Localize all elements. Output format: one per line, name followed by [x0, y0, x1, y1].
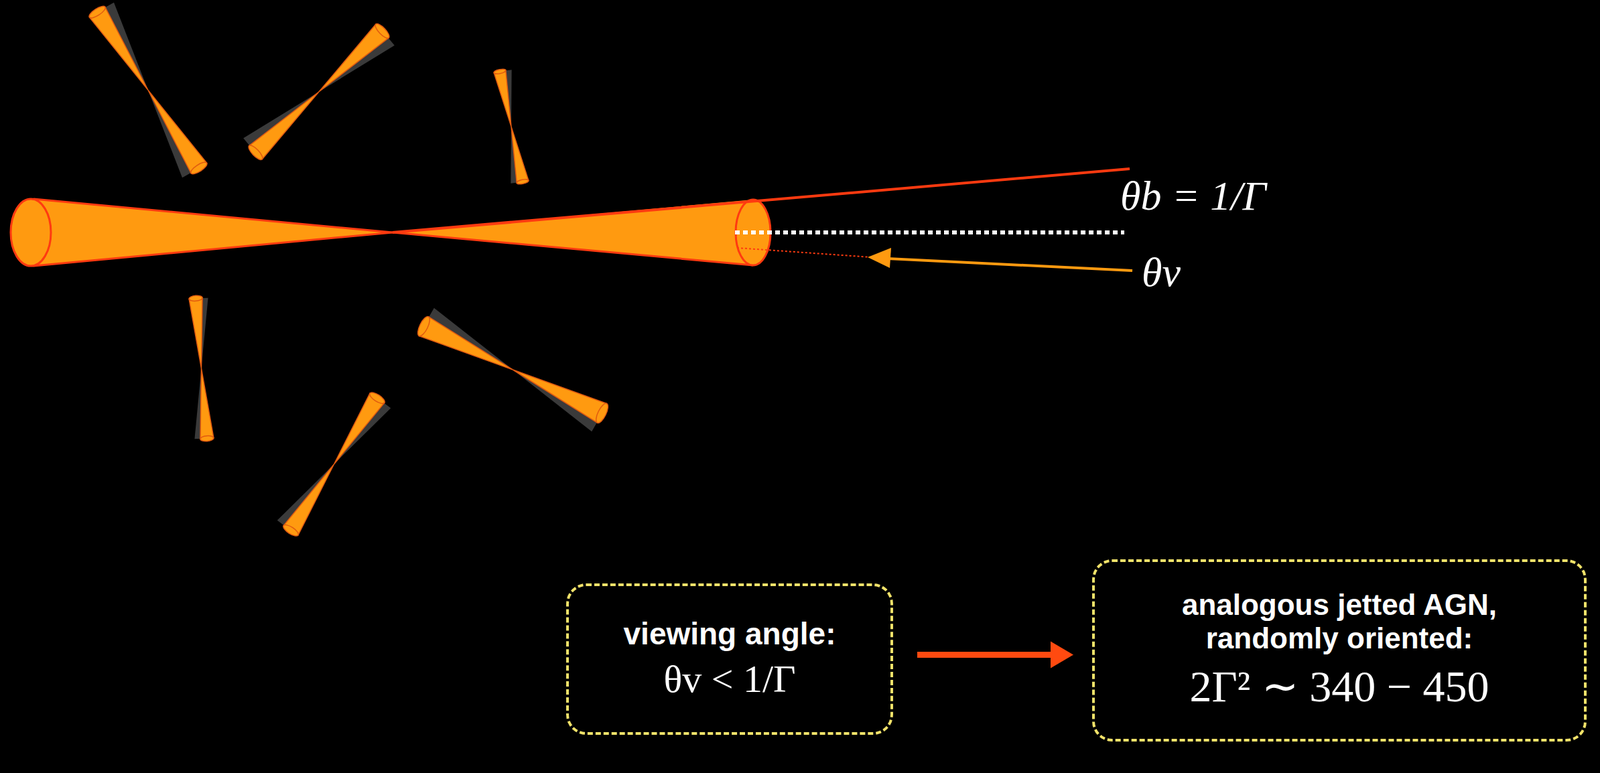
- angle-label: θb = 1/Γ: [1120, 172, 1267, 219]
- small-jet: [79, 0, 217, 182]
- beam-angle-line: [392, 168, 1130, 233]
- small-jet: [487, 67, 535, 187]
- small-jet: [182, 294, 220, 443]
- small-jet: [274, 385, 394, 543]
- flow-arrow: [917, 641, 1074, 669]
- small-jet: [410, 305, 615, 434]
- box-text: viewing angle:: [623, 616, 837, 652]
- math-expression: θv < 1/Γ: [663, 655, 796, 703]
- callout-box: analogous jetted AGN, randomly oriented:…: [1092, 559, 1587, 742]
- angle-label: θv: [1141, 249, 1181, 295]
- jet-axis: [735, 230, 1125, 235]
- box-text: analogous jetted AGN, randomly oriented:: [1138, 588, 1541, 656]
- small-jet: [239, 15, 398, 169]
- line-of-sight: [737, 247, 872, 258]
- callout-box: viewing angle:θv < 1/Γ: [566, 583, 894, 736]
- math-expression: 2Γ² ∼ 340 − 450: [1189, 659, 1489, 713]
- leader-arrow: [867, 247, 1133, 271]
